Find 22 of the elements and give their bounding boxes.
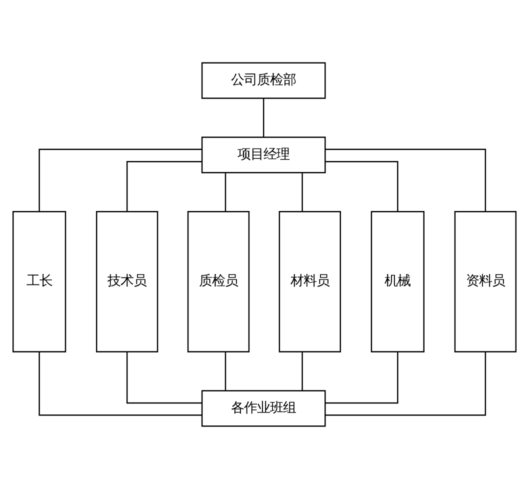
connector: [325, 148, 486, 212]
connector: [325, 352, 486, 416]
connector: [326, 352, 398, 404]
connector: [126, 352, 202, 404]
node-box: 工长: [12, 210, 66, 352]
connector: [262, 98, 264, 138]
node-box: 技术员: [96, 210, 158, 352]
node-box: 项目经理: [201, 136, 326, 174]
node-box: 质检员: [187, 210, 250, 352]
connector: [38, 148, 202, 212]
node-box: 公司质检部: [201, 62, 326, 99]
connector: [224, 173, 226, 212]
node-box: 各作业班组: [201, 390, 326, 427]
node-box: 材料员: [278, 210, 341, 352]
connector: [126, 161, 202, 212]
node-box: 机械: [370, 210, 424, 352]
node-box: 资料员: [454, 210, 517, 352]
connector: [302, 173, 303, 212]
connector: [326, 161, 398, 212]
connector: [224, 352, 226, 391]
connector: [302, 352, 303, 391]
connector: [38, 352, 202, 416]
